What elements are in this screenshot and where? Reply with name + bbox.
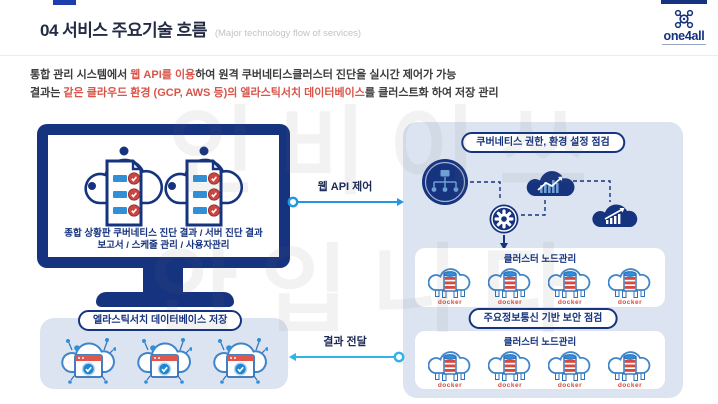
one4all-drone-icon — [674, 9, 694, 29]
result-delivery-label: 결과 전달 — [323, 336, 367, 348]
elasticsearch-node-icon — [213, 338, 268, 384]
cluster-node-label: 클러스터 노드관리 — [503, 254, 577, 265]
kubernetes-inspection-panel: 쿠버네티스 권한, 환경 설정 점검 — [403, 122, 683, 398]
page-title-text: 04 서비스 주요기술 흐름 — [40, 21, 207, 40]
docker-node: docker — [427, 349, 473, 389]
cloud-report-icon — [84, 146, 163, 227]
docker-label: docker — [617, 382, 643, 389]
intro-line-2: 결과는 같은 클라우드 환경 (GCP, AWS 등)의 엘라스틱서치 데이터베… — [30, 84, 690, 102]
intro-text: 통합 관리 시스템에서 웹 API를 이용하여 원격 쿠버네티스클러스터 진단을… — [30, 66, 690, 102]
header-accent-bar — [53, 0, 76, 5]
monitor-caption-line1: 종합 상황판 쿠버네티스 진단 결과 / 서버 진단 결과 — [64, 228, 263, 239]
monitor-stand-neck — [143, 268, 183, 294]
logo: one4all — [648, 0, 718, 45]
kubernetes-permission-label: 쿠버네티스 권한, 환경 설정 점검 — [461, 132, 625, 153]
docker-node: docker — [547, 266, 593, 306]
docker-cloud-icon — [608, 268, 651, 298]
cloud-report-icon — [164, 146, 243, 227]
elasticsearch-node-icon — [61, 338, 116, 384]
page-title: 04 서비스 주요기술 흐름 (Major technology flow of … — [40, 16, 361, 41]
docker-label: docker — [497, 382, 523, 389]
cluster-node-label: 클러스터 노드관리 — [503, 337, 577, 348]
elasticsearch-nodes-row — [40, 318, 288, 384]
docker-row: docker — [427, 266, 653, 306]
header-divider — [0, 55, 718, 56]
web-api-control-arrow — [287, 196, 404, 208]
gear-icon — [489, 204, 519, 234]
dashed-connectors — [470, 180, 611, 250]
page-subtitle: (Major technology flow of services) — [214, 28, 362, 39]
elasticsearch-storage-label: 엘라스틱서치 데이터베이스 저장 — [78, 310, 243, 331]
intro-line2-pre: 결과는 — [30, 87, 64, 99]
docker-label: docker — [557, 299, 583, 306]
docker-cloud-icon — [608, 351, 651, 381]
docker-row: docker — [427, 349, 653, 389]
docker-cloud-icon — [428, 268, 471, 298]
cluster-node-box-2: 클러스터 노드관리 — [415, 331, 665, 389]
intro-line-1: 통합 관리 시스템에서 웹 API를 이용하여 원격 쿠버네티스클러스터 진단을… — [30, 66, 690, 84]
cluster-node-box-1: 클러스터 노드관리 — [415, 248, 665, 307]
dashboard-monitor: 종합 상황판 쿠버네티스 진단 결과 / 서버 진단 결과 보고서 / 스케줄 … — [37, 124, 290, 268]
intro-line2-post: 를 클러스트화 하여 저장 관리 — [364, 87, 499, 99]
elasticsearch-node-icon — [137, 338, 192, 384]
monitor-stand-base — [96, 292, 234, 307]
security-inspection-label: 주요정보통신 기반 보안 점검 — [468, 308, 618, 329]
docker-cloud-icon — [488, 268, 531, 298]
docker-node: docker — [607, 349, 653, 389]
docker-node: docker — [487, 266, 533, 306]
cloud-analytics-icon — [526, 171, 575, 197]
cloud-growth-icon — [592, 204, 638, 228]
docker-cloud-icon — [548, 268, 591, 298]
result-delivery-arrow — [289, 351, 405, 363]
logo-text: one4all — [663, 29, 705, 43]
hierarchy-icon — [422, 159, 468, 205]
intro-line1-post: 하여 원격 쿠버네티스클러스터 진단을 실시간 제어가 가능 — [195, 69, 457, 81]
docker-label: docker — [617, 299, 643, 306]
docker-label: docker — [557, 382, 583, 389]
monitor-caption-line2: 보고서 / 스케줄 관리 / 사용자관리 — [97, 240, 230, 251]
intro-line1-pre: 통합 관리 시스템에서 — [30, 69, 131, 81]
docker-node: docker — [547, 349, 593, 389]
elasticsearch-storage-panel — [40, 318, 288, 389]
docker-label: docker — [437, 382, 463, 389]
docker-cloud-icon — [488, 351, 531, 381]
docker-cloud-icon — [548, 351, 591, 381]
docker-label: docker — [437, 299, 463, 306]
docker-label: docker — [497, 299, 523, 306]
docker-cloud-icon — [428, 351, 471, 381]
intro-line1-highlight: 웹 API를 이용 — [130, 69, 196, 81]
docker-node: docker — [427, 266, 473, 306]
web-api-control-label: 웹 API 제어 — [317, 181, 373, 193]
docker-node: docker — [487, 349, 533, 389]
logo-rule — [662, 44, 706, 45]
monitor-screen: 종합 상황판 쿠버네티스 진단 결과 / 서버 진단 결과 보고서 / 스케줄 … — [46, 133, 281, 259]
monitor-caption: 종합 상황판 쿠버네티스 진단 결과 / 서버 진단 결과 보고서 / 스케줄 … — [48, 228, 279, 252]
intro-line2-highlight: 같은 클라우드 환경 (GCP, AWS 등)의 엘라스틱서치 데이터베이스 — [63, 87, 365, 99]
logo-top-bar — [661, 0, 707, 4]
docker-node: docker — [607, 266, 653, 306]
